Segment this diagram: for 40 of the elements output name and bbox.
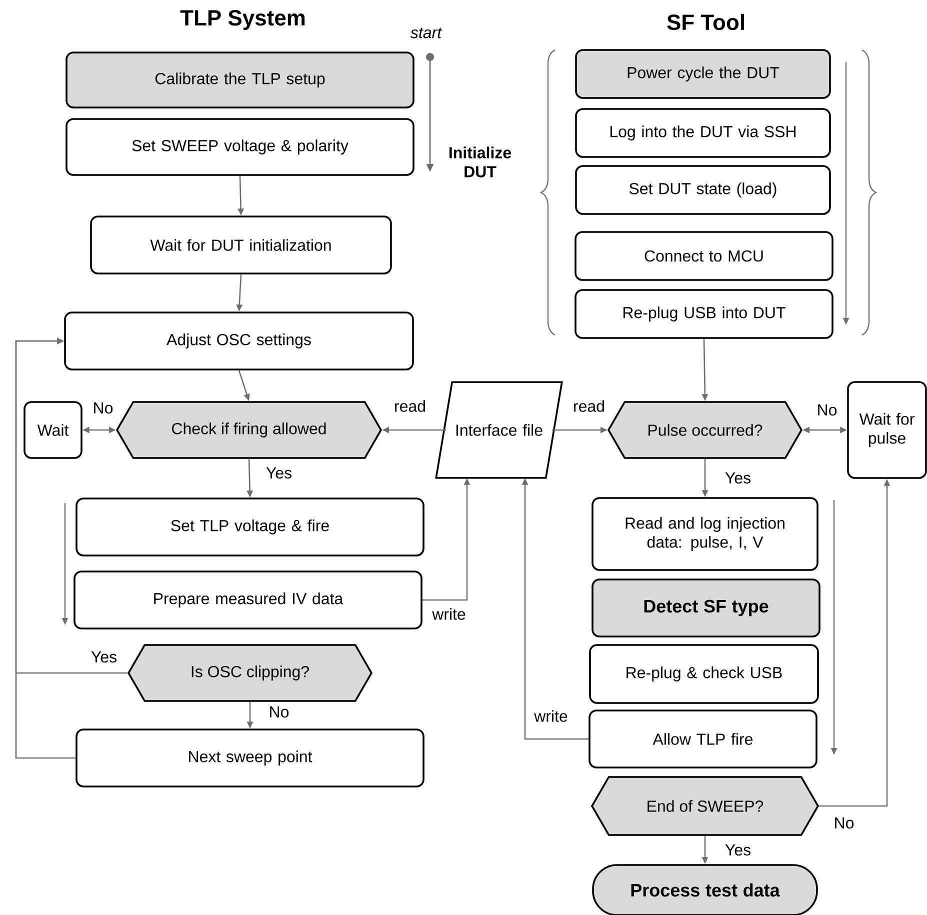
edge-label: read	[572, 399, 606, 413]
process-box: Wait for pulse	[847, 381, 927, 479]
terminal-box: Process test data	[592, 864, 818, 915]
process-box: Adjust OSC settings	[64, 312, 414, 370]
edge-label: write	[431, 607, 467, 621]
edge-label: No	[268, 705, 290, 719]
process-box: Set DUT state (load)	[575, 165, 831, 215]
data-parallelogram: Interface file	[435, 381, 563, 479]
process-box: Re-plug USB into DUT	[574, 289, 834, 339]
heading: TLP System	[180, 10, 305, 30]
process-box: Re-plug & check USB	[589, 644, 819, 704]
process-box: Set TLP voltage & fire	[76, 498, 424, 556]
phase-label: Initialize DUT	[450, 146, 512, 178]
process-box: Power cycle the DUT	[575, 49, 831, 99]
edge-label: Yes	[724, 843, 752, 857]
process-box: Allow TLP fire	[588, 710, 818, 768]
process-box: Wait	[24, 401, 82, 459]
arrow	[15, 338, 76, 759]
edge-label: No	[816, 403, 838, 417]
edge-label: read	[393, 399, 428, 413]
process-box: Set SWEEP voltage & polarity	[66, 118, 414, 176]
edge-label: write	[533, 709, 569, 723]
process-box: Log into the DUT via SSH	[575, 108, 831, 158]
edge-label: Yes	[90, 650, 118, 664]
start-label: start	[410, 28, 442, 38]
edge-label: No	[92, 401, 114, 415]
process-box: Wait for DUT initialization	[90, 216, 392, 274]
edge-label: No	[832, 816, 856, 830]
decision-hexagon: End of SWEEP?	[590, 776, 820, 836]
process-box: Read and log injection data: pulse, I, V	[592, 497, 818, 571]
process-box: Connect to MCU	[574, 231, 834, 281]
process-box: Prepare measured IV data	[74, 570, 422, 630]
decision-hexagon: Check if firing allowed	[116, 401, 382, 459]
edge-label: Yes	[264, 466, 294, 480]
process-box: Calibrate the TLP setup	[66, 52, 414, 108]
edge-label: Yes	[724, 471, 752, 485]
process-box: Detect SF type	[592, 578, 820, 638]
decision-hexagon: Pulse occurred?	[607, 401, 803, 459]
process-box: Next sweep point	[76, 728, 424, 788]
decision-hexagon: Is OSC clipping?	[127, 644, 373, 702]
